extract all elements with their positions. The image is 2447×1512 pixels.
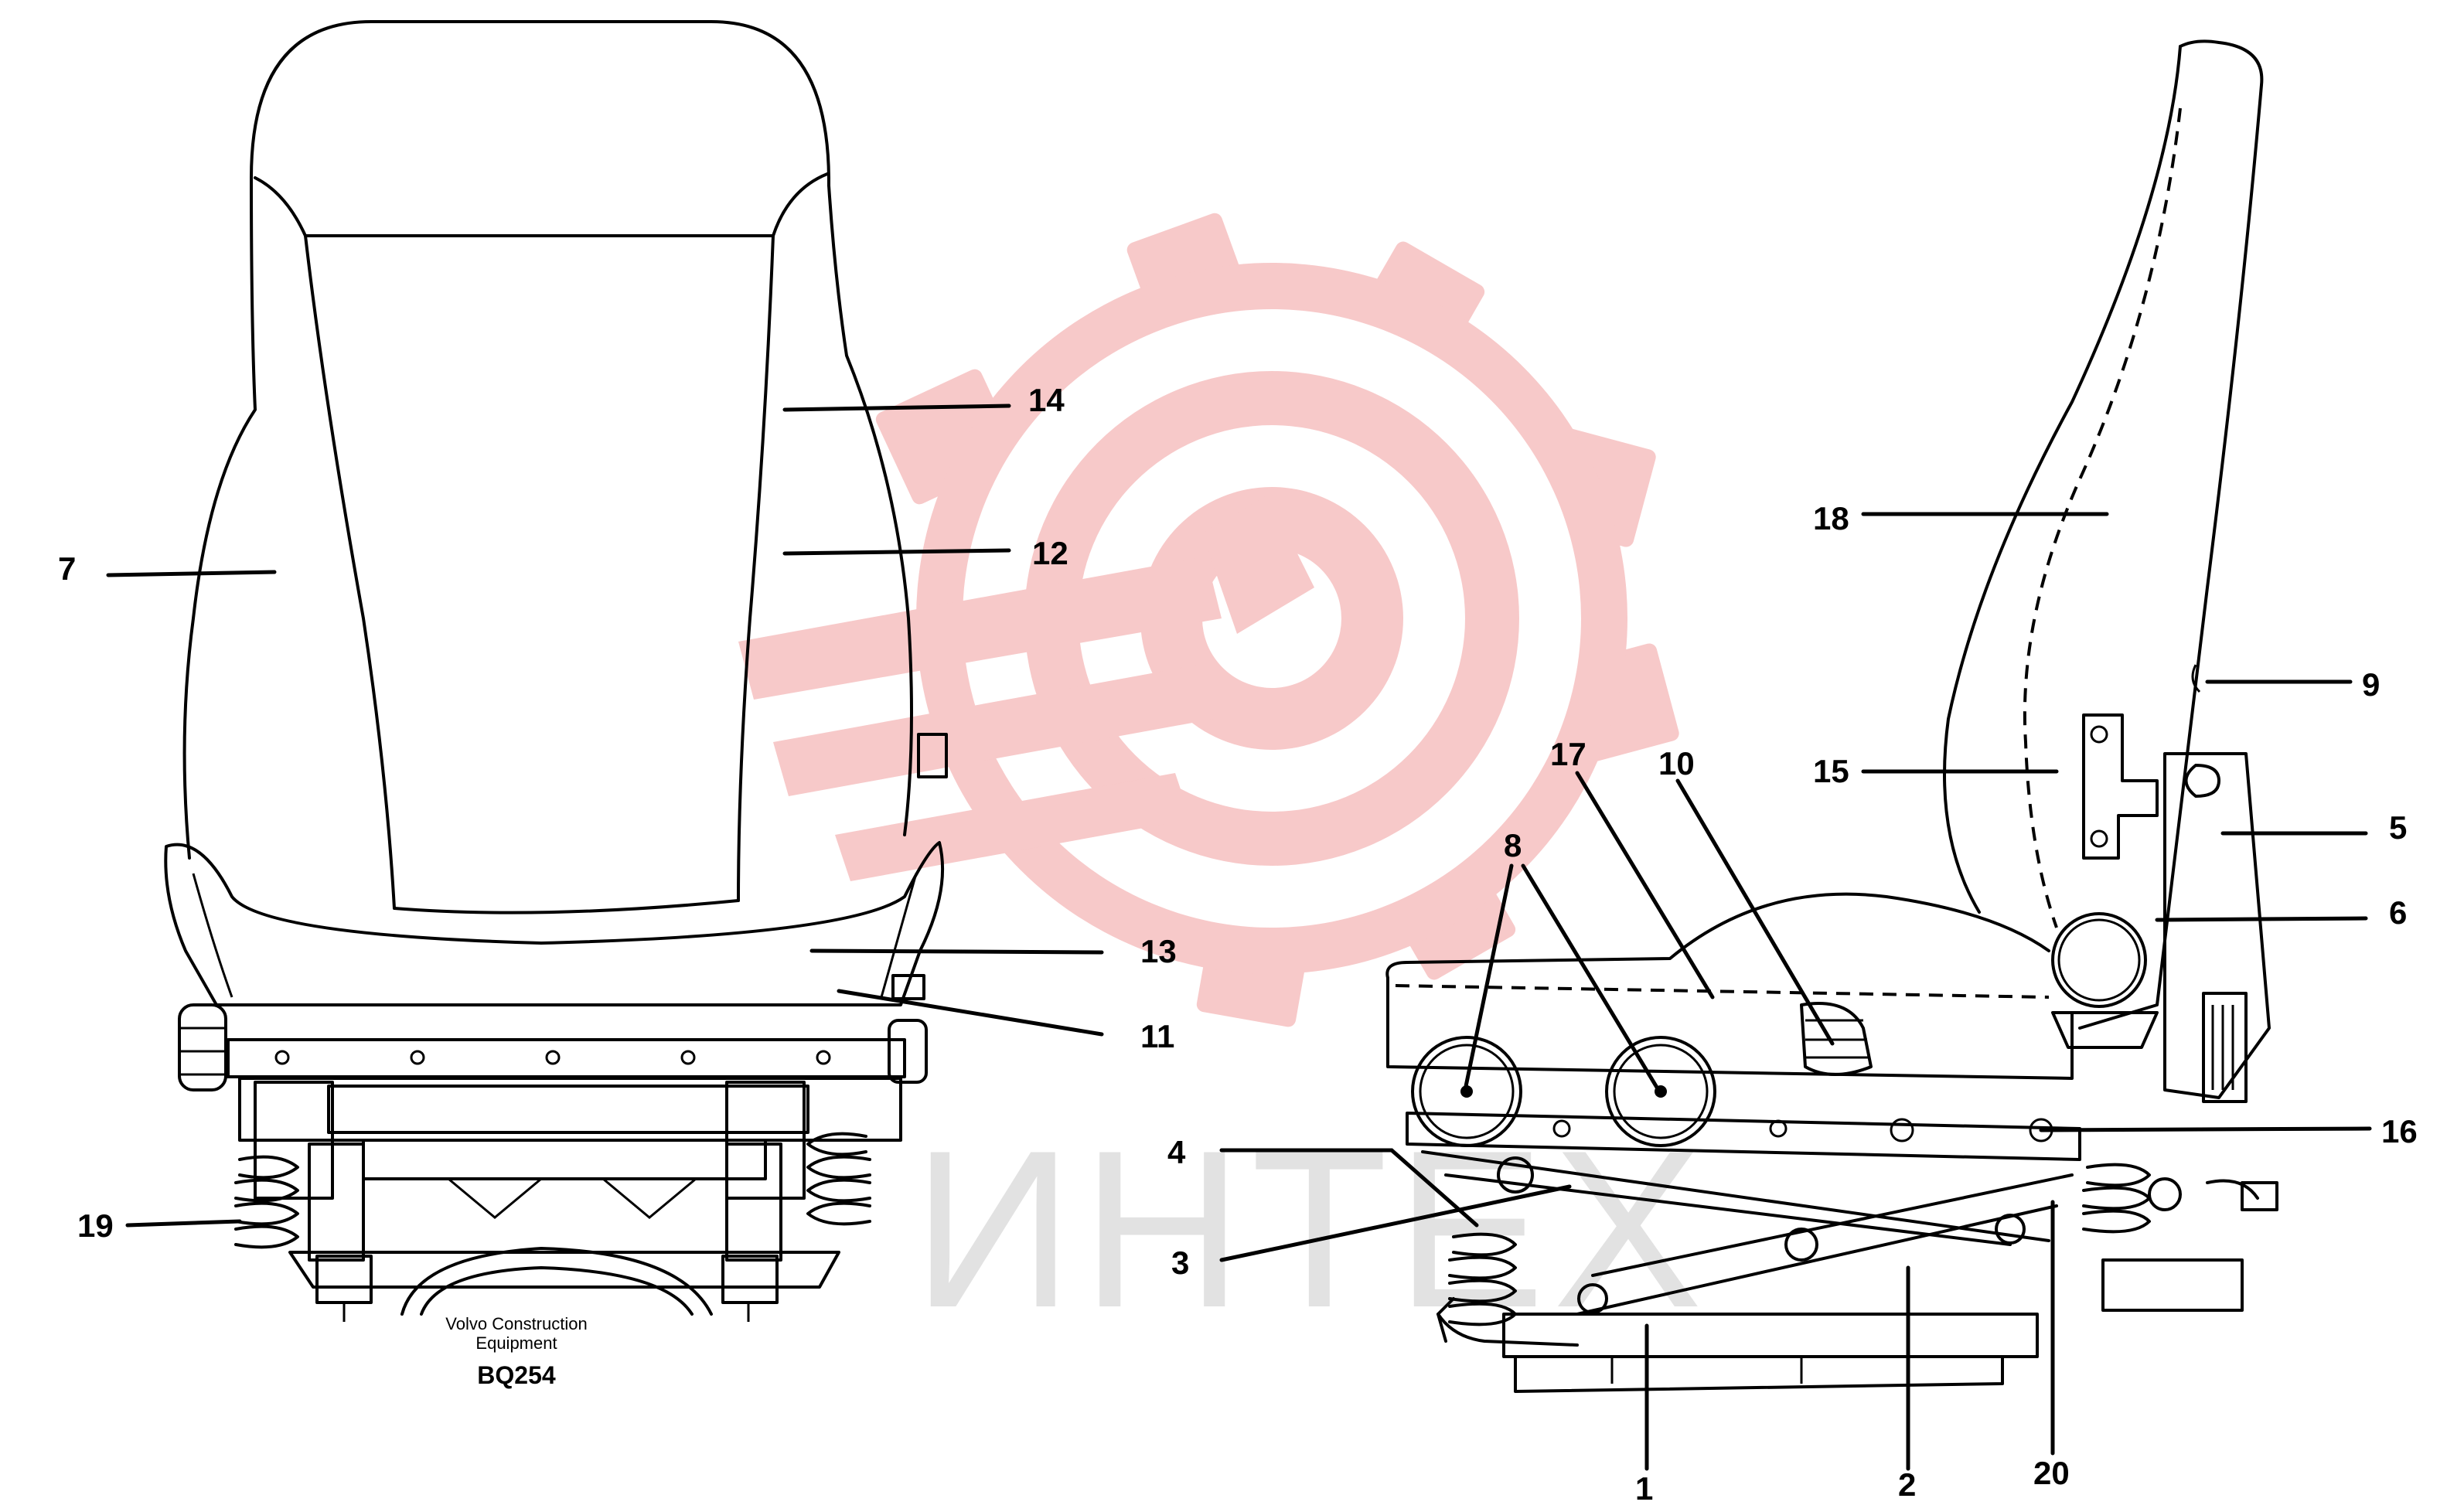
leader-8a [1463,863,1514,1092]
caption-line2: Equipment [475,1333,557,1353]
leader-11 [837,989,1104,1037]
side-knob-right [888,974,928,1084]
spring-right [806,1132,871,1226]
callout-12: 12 [1032,535,1068,571]
side-knob-left [178,1003,227,1091]
callout-6: 6 [2389,894,2407,931]
callout-16: 16 [2381,1113,2418,1149]
leader-13 [809,948,1104,955]
leader-19 [125,1219,242,1228]
callout-5: 5 [2389,809,2407,846]
leader-16 [2039,1126,2372,1132]
spring-left [234,1155,299,1249]
callout-3: 3 [1171,1245,1189,1281]
callout-15: 15 [1813,753,1849,789]
callout-13: 13 [1140,933,1177,969]
adjust-knob-front [1411,1036,1522,1147]
callout-2: 2 [1898,1466,1916,1503]
caption-line1: Volvo Construction [445,1314,587,1333]
callout-20: 20 [2033,1455,2070,1491]
watermark-text: ИНТЕХ [912,1104,1710,1354]
leader-17 [1575,771,1715,999]
suspension-spring-rear [2082,1163,2151,1234]
callout-10: 10 [1658,745,1695,782]
leader-3 [1219,1184,1572,1262]
callout-14: 14 [1028,382,1065,418]
callout-8: 8 [1504,827,1522,863]
callout-labels: 7 14 12 13 11 19 18 9 15 5 17 10 8 6 16 … [58,382,2418,1507]
callout-7: 7 [58,550,76,587]
leader-12 [782,548,1011,556]
callout-11: 11 [1140,1018,1174,1054]
callout-19: 19 [77,1207,114,1244]
leader-14 [782,404,1011,412]
leader-7 [106,570,277,577]
seat-side-view [1385,39,2278,1393]
leader-6 [2155,916,2368,922]
callout-4: 4 [1167,1134,1186,1170]
leader-4b [1389,1148,1479,1228]
callout-17: 17 [1550,736,1586,772]
lever-handle [1800,1002,1873,1076]
leader-8b [1521,863,1661,1092]
leader-lines [106,404,2372,1471]
diagram-caption: Volvo Construction Equipment BQ254 [445,1314,587,1389]
watermark-gear-logo [738,213,1679,1027]
leader-10 [1675,778,1835,1046]
caption-code: BQ254 [477,1361,556,1389]
callout-18: 18 [1813,500,1849,536]
callout-1: 1 [1635,1470,1653,1507]
callout-9: 9 [2362,666,2380,703]
